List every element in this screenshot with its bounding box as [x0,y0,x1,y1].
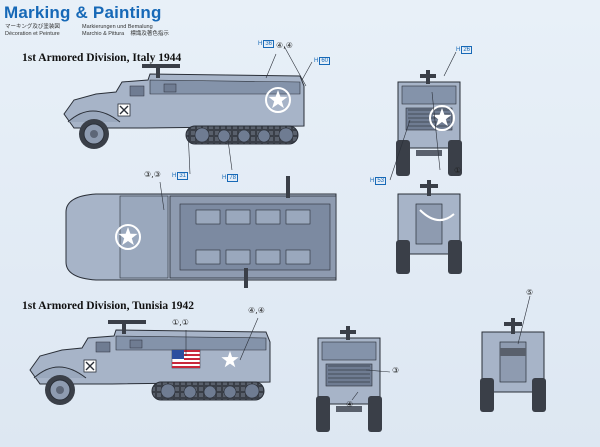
subtitle-zh: 標識及著色指示 [130,31,169,37]
decal-number: ④,④ [248,306,265,315]
page-title: Marking & Painting [4,3,162,22]
decal-number: ⑤ [526,288,534,297]
callout-prefix: H [370,178,375,184]
decal-number: ③,③ [144,170,161,179]
callout-code: 53 [375,177,387,185]
callout-prefix: H [258,41,263,47]
halftrack-side-view-italy [64,64,304,149]
halftrack-top-view-italy [65,176,337,288]
halftrack-rear-view-tunisia [479,317,547,413]
halftrack-rear-view-italy [395,179,463,275]
callout-prefix: H [456,47,461,53]
subtitle-fr: Décoration et Peinture [5,31,60,37]
halftrack-front-view-tunisia [315,325,383,433]
halftrack-side-view-tunisia [30,320,270,405]
decal-number: ① [454,166,462,175]
callout-prefix: H [172,173,177,179]
subtitle-it-zh: Marchio & Pittura 標識及著色指示 [82,31,169,38]
callout-code: 78 [227,174,239,182]
callout-prefix: H [314,58,319,64]
subtitle-ja: マーキング及び塗装図 [5,24,60,30]
section-label-italy: 1st Armored Division, Italy 1944 [22,52,182,64]
callout-code: 60 [319,57,331,65]
decal-number: ①,① [172,318,189,327]
callout-code: 26 [461,46,473,54]
callout-code: 31 [177,172,189,180]
callout-code: 36 [263,40,275,48]
decal-number: ④ [346,400,354,409]
callout-prefix: H [222,175,227,181]
section-label-tunisia: 1st Armored Division, Tunisia 1942 [22,300,195,312]
subtitle-it: Marchio & Pittura [82,31,125,37]
subtitle-de: Markierungen und Bemalung [82,24,153,30]
decal-number: ③ [392,366,400,375]
halftrack-front-view-italy [395,69,463,177]
us-flag-decal [171,349,201,369]
decal-number: ④,④ [276,41,293,50]
